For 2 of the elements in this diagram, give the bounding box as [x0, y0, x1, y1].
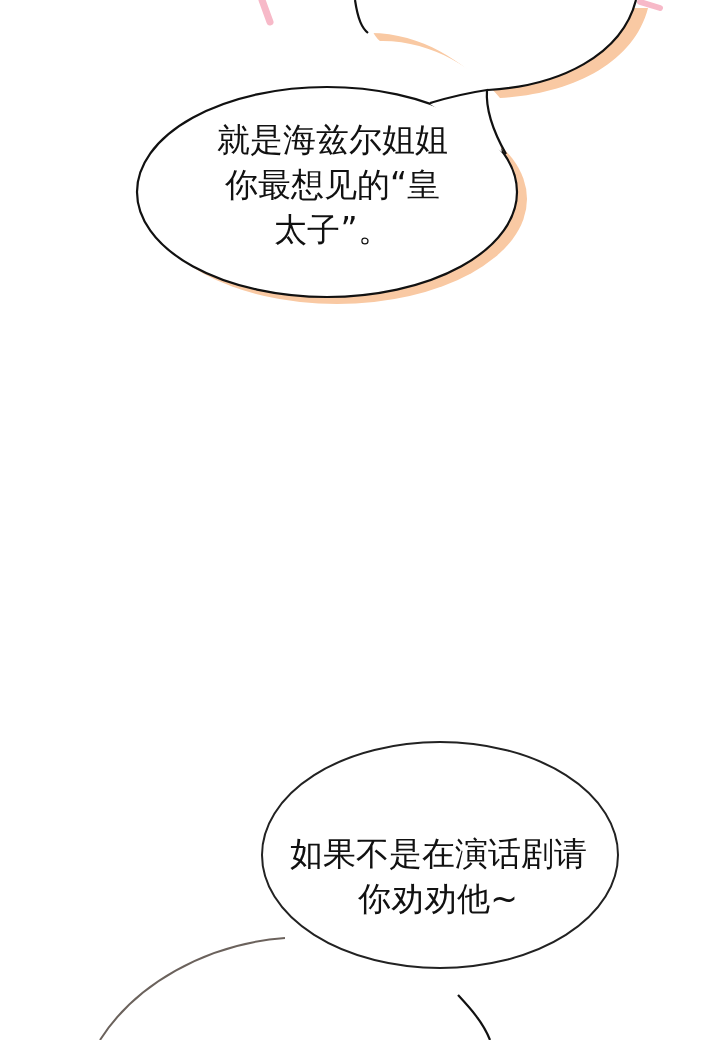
speech-text: 如果不是在演话剧请你劝劝他~: [288, 833, 588, 920]
speech-text: 就是海兹尔姐姐你最想见的“皇太子”。: [216, 119, 449, 251]
